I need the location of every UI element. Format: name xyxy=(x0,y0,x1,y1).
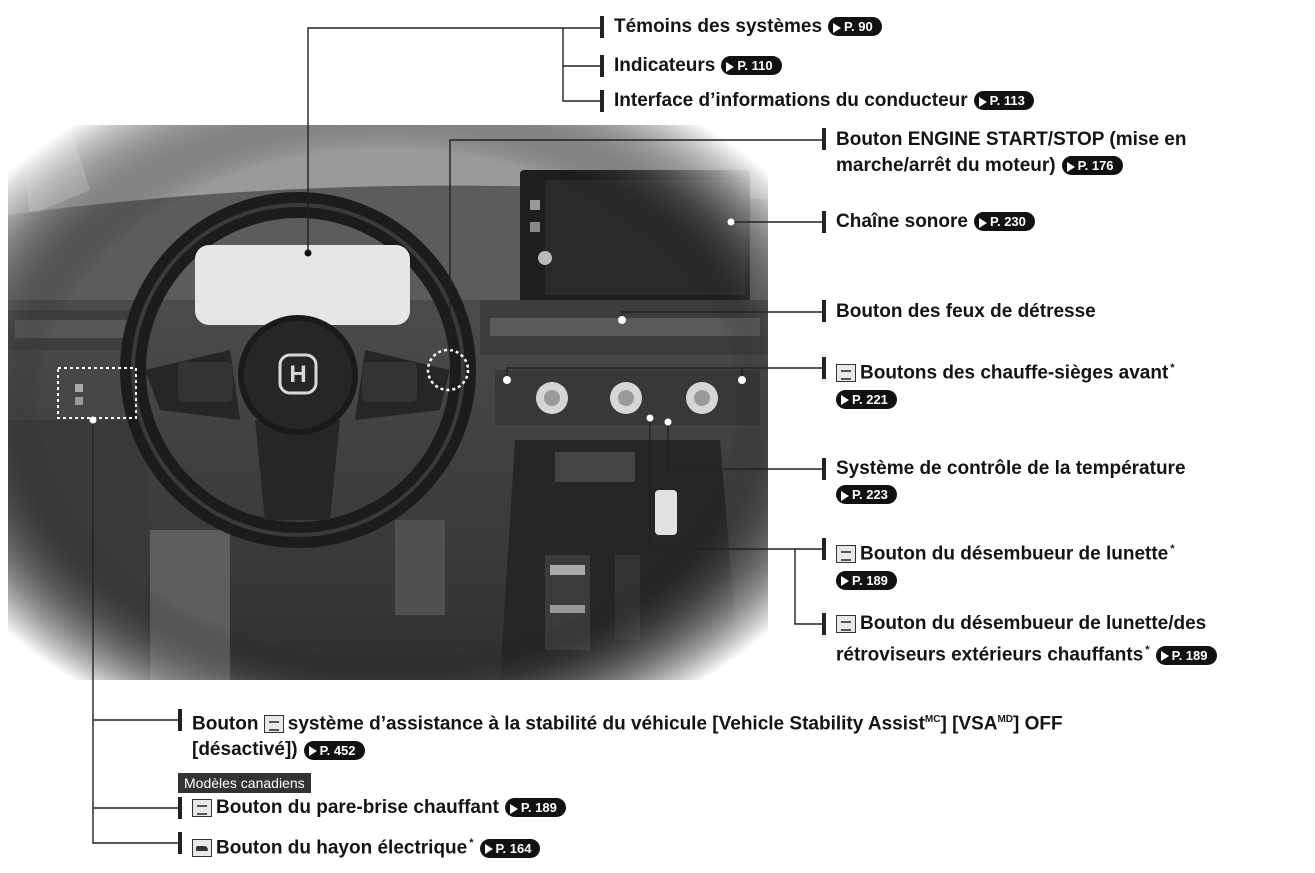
label-engine-start: Bouton ENGINE START/STOP (mise en marche… xyxy=(836,129,1187,176)
page-ref-pare-brise[interactable]: P. 189 xyxy=(504,798,566,818)
vsa-off-icon xyxy=(263,715,284,734)
leader-temoins xyxy=(307,27,600,253)
page-arrow-icon xyxy=(1160,651,1169,662)
seat-heater-icon xyxy=(836,364,856,383)
label-feux-detresse: Bouton des feux de détresse xyxy=(836,301,1096,322)
label-hayon: Bouton du hayon électrique*P. 164 xyxy=(192,830,541,861)
rear-defrost-icon xyxy=(836,545,856,564)
page-arrow-icon xyxy=(841,395,849,406)
tailgate-icon xyxy=(192,839,212,858)
page-ref-indicateurs[interactable]: P. 110 xyxy=(721,56,782,76)
page-arrow-icon xyxy=(509,804,518,815)
page-ref-hayon[interactable]: P. 164 xyxy=(479,838,541,858)
page-ref-chauffe-sieges[interactable]: P. 221 xyxy=(836,389,897,409)
page-ref-desembueur-retro[interactable]: P. 189 xyxy=(1155,645,1217,665)
page-ref-engine-start[interactable]: P. 176 xyxy=(1061,156,1123,176)
page-arrow-icon xyxy=(841,491,849,502)
rear-defrost-mirror-icon xyxy=(836,614,856,633)
page-arrow-icon xyxy=(833,23,842,34)
label-chauffe-sieges: Boutons des chauffe-sièges avant* P. 221 xyxy=(836,355,1175,412)
leader-temperature xyxy=(667,422,822,470)
leader-left-panel xyxy=(92,420,178,844)
page-arrow-icon xyxy=(1066,162,1075,173)
leader-engine xyxy=(449,139,822,350)
leader-interface xyxy=(562,66,600,102)
page-ref-chaine-sonore[interactable]: P. 230 xyxy=(973,212,1035,232)
label-temperature: Système de contrôle de la température P.… xyxy=(836,458,1186,505)
leader-desembueur xyxy=(649,418,822,550)
page-arrow-icon xyxy=(978,218,987,229)
leader-retro xyxy=(794,549,822,625)
page-ref-interface[interactable]: P. 113 xyxy=(973,91,1034,111)
page-ref-vsa[interactable]: P. 452 xyxy=(303,740,365,760)
pointer-dots xyxy=(89,218,746,426)
leader-indicateurs xyxy=(562,28,600,67)
label-desembueur: Bouton du désembueur de lunette* P. 189 xyxy=(836,536,1175,593)
page-ref-temperature[interactable]: P. 223 xyxy=(836,485,897,505)
dashboard-photo: H xyxy=(8,125,768,680)
page-arrow-icon xyxy=(484,844,493,855)
page-arrow-icon xyxy=(726,62,735,73)
windshield-heater-icon xyxy=(192,798,212,817)
page-arrow-icon xyxy=(308,746,317,757)
label-bars xyxy=(178,16,826,854)
label-desembueur-retro: Bouton du désembueur de lunette/des rétr… xyxy=(836,611,1217,668)
page-ref-desembueur[interactable]: P. 189 xyxy=(836,570,897,590)
page-arrow-icon xyxy=(978,97,987,108)
label-vsa: Bouton système d’assistance à la stabili… xyxy=(192,713,1063,761)
page-arrow-icon xyxy=(841,576,849,587)
canadian-models-badge: Modèles canadiens xyxy=(178,773,311,793)
page-ref-temoins[interactable]: P. 90 xyxy=(828,17,882,37)
